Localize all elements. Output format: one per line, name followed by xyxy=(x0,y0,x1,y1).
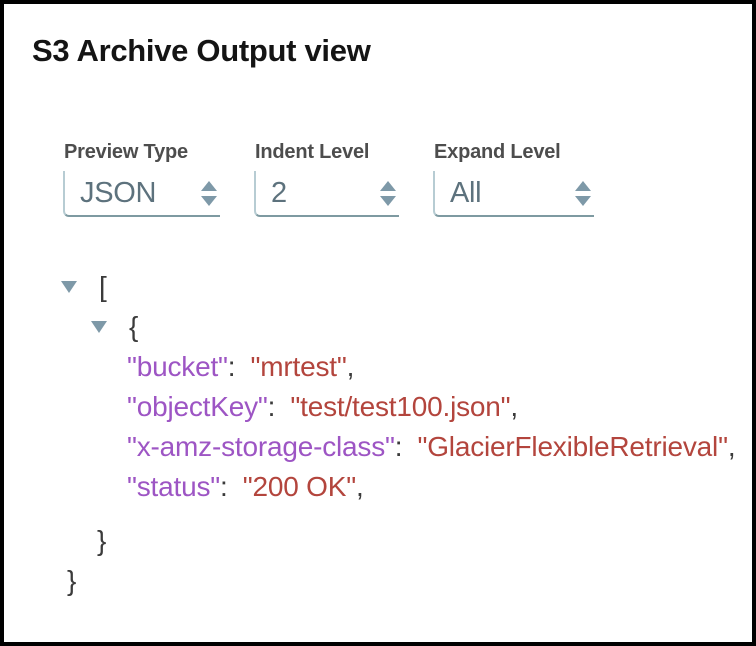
json-key: "status" xyxy=(127,471,220,502)
preview-type-select-value: JSON xyxy=(80,176,157,209)
page-title: S3 Archive Output view xyxy=(32,33,371,68)
spinner-arrows-icon[interactable] xyxy=(575,180,591,206)
json-tree-row: "objectKey": "test/test100.json", xyxy=(4,387,752,427)
json-key: "x-amz-storage-class" xyxy=(127,431,395,462)
control-preview-type: Preview Type JSON xyxy=(63,141,220,217)
json-punct: : xyxy=(394,431,418,462)
expand-level-label: Expand Level xyxy=(434,141,561,163)
json-punct: } xyxy=(97,525,107,556)
expand-level-select[interactable]: All xyxy=(433,171,594,217)
json-punct: [ xyxy=(99,271,107,302)
json-punct: , xyxy=(355,471,364,502)
json-tree-row: { xyxy=(4,307,752,347)
json-key: "objectKey" xyxy=(127,391,268,422)
preview-type-select[interactable]: JSON xyxy=(63,171,220,217)
json-punct: , xyxy=(727,431,736,462)
arrow-up-icon xyxy=(201,180,217,191)
arrow-up-icon xyxy=(575,180,591,191)
expand-level-select-value: All xyxy=(450,176,482,209)
arrow-down-icon xyxy=(201,195,217,206)
json-punct: , xyxy=(346,351,355,382)
json-tree-row: [ xyxy=(4,267,752,307)
json-value: "mrtest" xyxy=(250,351,347,382)
json-punct: { xyxy=(129,311,139,342)
json-key: "bucket" xyxy=(127,351,228,382)
json-punct: : xyxy=(219,471,243,502)
indent-level-label: Indent Level xyxy=(255,141,370,163)
indent-level-select[interactable]: 2 xyxy=(254,171,399,217)
spinner-arrows-icon[interactable] xyxy=(380,180,396,206)
json-punct: , xyxy=(510,391,518,422)
json-value: "test/test100.json" xyxy=(290,391,511,422)
json-punct: : xyxy=(267,391,291,422)
json-tree-row: } xyxy=(4,561,752,601)
json-tree-row: "x-amz-storage-class": "GlacierFlexibleR… xyxy=(4,427,752,467)
collapse-toggle-icon[interactable] xyxy=(61,281,77,293)
spinner-arrows-icon[interactable] xyxy=(201,180,217,206)
json-value: "200 OK" xyxy=(242,471,356,502)
json-value: "GlacierFlexibleRetrieval" xyxy=(417,431,728,462)
collapse-toggle-icon[interactable] xyxy=(91,321,107,333)
arrow-up-icon xyxy=(380,180,396,191)
arrow-down-icon xyxy=(575,195,591,206)
json-tree-row: "status": "200 OK", xyxy=(4,467,752,507)
json-punct: } xyxy=(67,565,77,596)
json-tree-row: } xyxy=(4,521,752,561)
control-expand-level: Expand Level All xyxy=(433,141,594,217)
arrow-down-icon xyxy=(380,195,396,206)
controls-row: Preview Type JSON Indent Level 2 Expand … xyxy=(63,141,752,217)
indent-level-select-value: 2 xyxy=(271,176,287,209)
preview-type-label: Preview Type xyxy=(64,141,188,163)
control-indent-level: Indent Level 2 xyxy=(254,141,399,217)
json-punct: : xyxy=(227,351,251,382)
json-tree-row: "bucket": "mrtest", xyxy=(4,347,752,387)
json-tree: [{"bucket": "mrtest","objectKey": "test/… xyxy=(4,267,752,601)
